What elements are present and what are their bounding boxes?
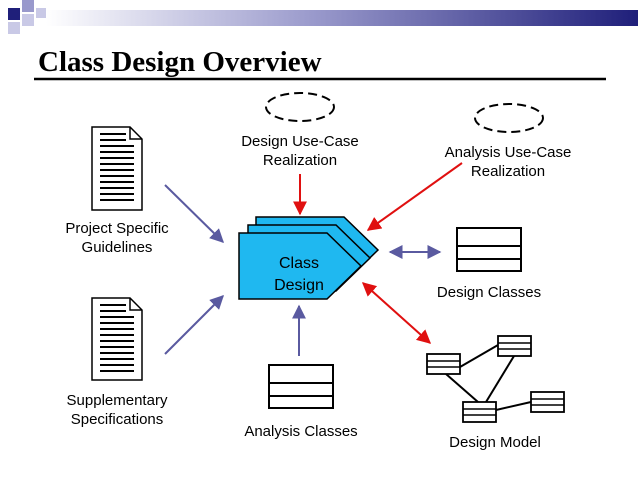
corner-decoration [8, 0, 46, 34]
analysis-use-case-label-line1: Analysis Use-Case [445, 144, 572, 161]
design-use-case-label-line1: Design Use-Case [241, 133, 359, 150]
title-bar [46, 10, 638, 26]
arrow-supplementary-specs-to-class-design [164, 295, 224, 355]
document-icon [91, 297, 143, 381]
design-classes-label: Design Classes [437, 284, 541, 301]
class-box-icon [462, 401, 497, 423]
supplementary-specs-label-line1: Supplementary [67, 392, 168, 409]
slide-title: Class Design Overview [38, 46, 322, 78]
design-model-label: Design Model [449, 434, 541, 451]
class-box-icon [530, 391, 565, 413]
analysis-classes-label: Analysis Classes [244, 423, 357, 440]
class-box-icon [456, 227, 522, 272]
class-box-icon [426, 353, 461, 375]
project-guidelines-label-line1: Project Specific [65, 220, 169, 237]
class-box-icon [497, 335, 532, 357]
class-design-artifact [238, 216, 380, 300]
design-model-diagram [426, 335, 565, 423]
supplementary-specs-label-line2: Specifications [71, 411, 164, 428]
dashed-ellipse-icon [265, 92, 335, 122]
class-box-icon [268, 364, 334, 409]
design-use-case-label-line2: Realization [263, 152, 337, 169]
project-guidelines-label-line2: Guidelines [82, 239, 153, 256]
document-icon [91, 126, 143, 211]
arrow-class-design-design-model [361, 282, 432, 344]
arrow-project-guidelines-to-class-design [164, 184, 224, 243]
class-design-label-line1: Class [279, 255, 319, 272]
analysis-use-case-label-line2: Realization [471, 163, 545, 180]
dashed-ellipse-icon [474, 103, 544, 133]
class-design-label-line2: Design [274, 277, 324, 294]
arrow-analysis-use-case-to-class-design [366, 162, 463, 231]
